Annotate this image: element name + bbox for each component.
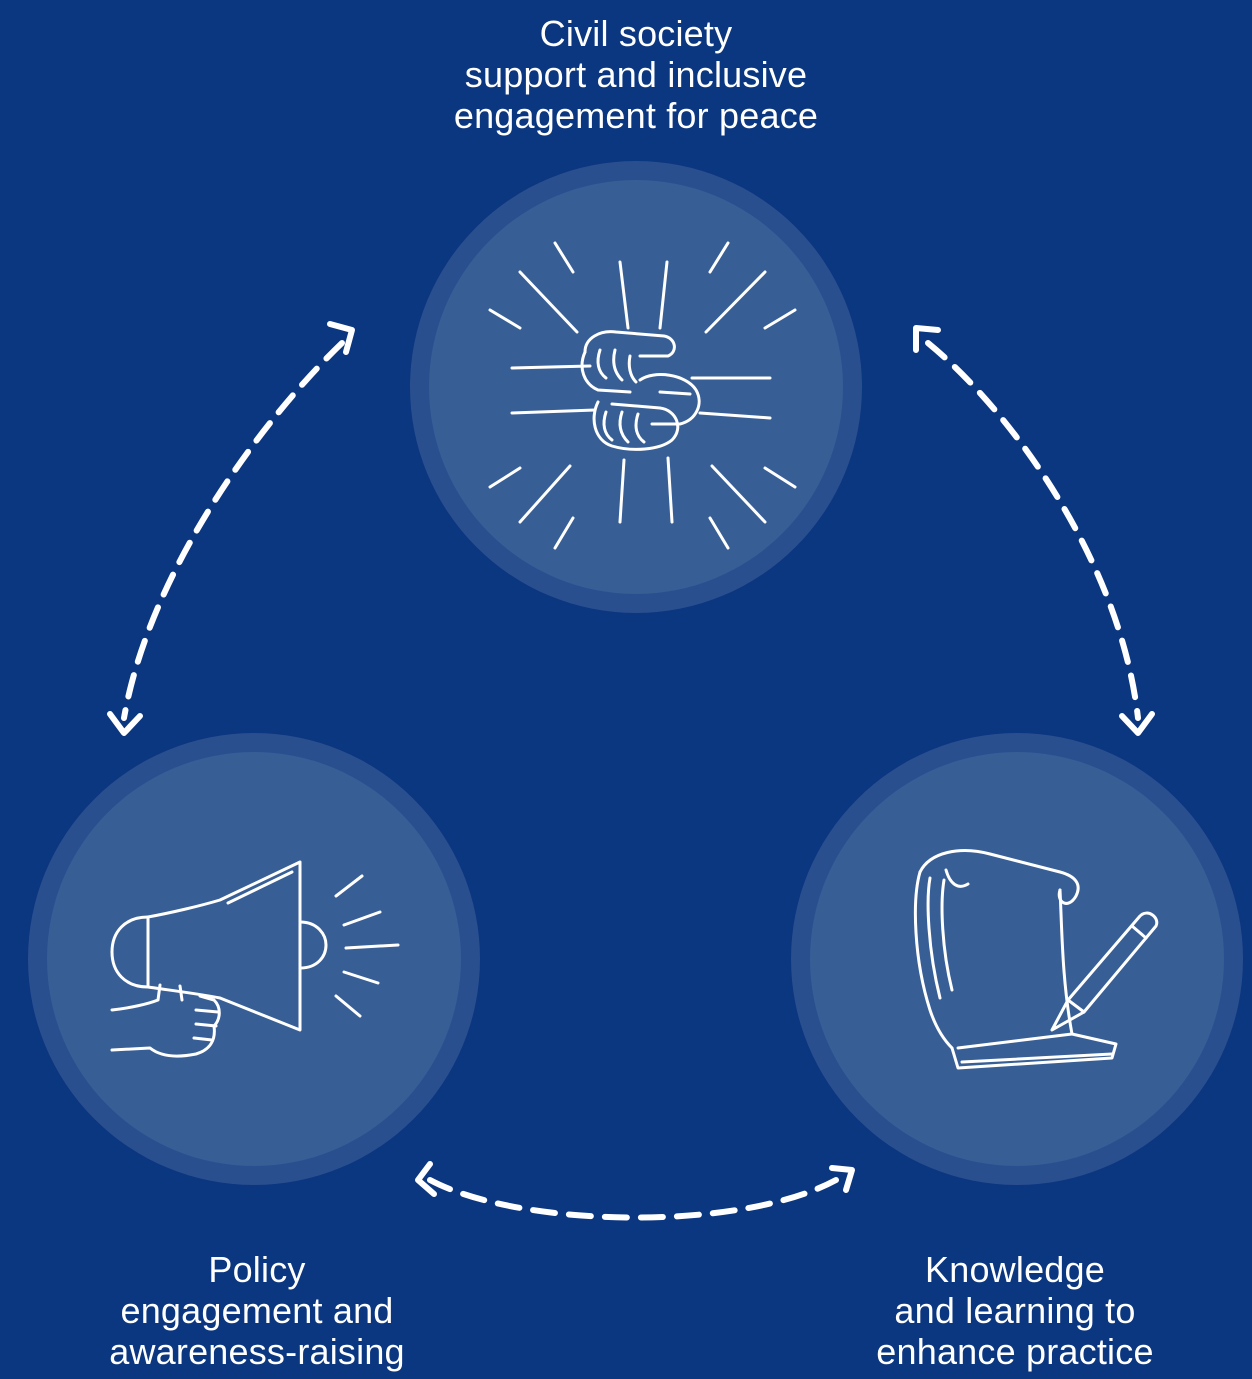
connector-top-left bbox=[107, 321, 355, 736]
node-knowledge bbox=[791, 733, 1243, 1185]
node-inner-disc bbox=[429, 180, 843, 594]
megaphone-icon bbox=[110, 860, 400, 1058]
node-inner-disc bbox=[810, 752, 1224, 1166]
connector-left-right bbox=[415, 1161, 855, 1221]
node-label-line: support and inclusive bbox=[464, 54, 808, 95]
node-label-line: engagement for peace bbox=[453, 95, 819, 136]
node-civil-society bbox=[410, 161, 862, 613]
node-policy bbox=[28, 733, 480, 1185]
node-label-policy: Policy engagement and awareness-raising bbox=[57, 1249, 457, 1372]
node-label-line: engagement and bbox=[120, 1290, 394, 1331]
node-label-line: Knowledge bbox=[925, 1249, 1105, 1290]
node-inner-disc bbox=[47, 752, 461, 1166]
node-label-line: Civil society bbox=[539, 13, 733, 54]
node-label-line: Policy bbox=[208, 1249, 306, 1290]
connector-top-right bbox=[913, 325, 1155, 736]
node-label-knowledge: Knowledge and learning to enhance practi… bbox=[815, 1249, 1215, 1372]
node-label-line: and learning to bbox=[894, 1290, 1136, 1331]
node-label-line: enhance practice bbox=[876, 1331, 1154, 1372]
notepad-pencil-icon bbox=[913, 849, 1159, 1070]
node-label-line: awareness-raising bbox=[109, 1331, 405, 1372]
fist-bump-icon bbox=[488, 241, 797, 550]
node-label-civil-society: Civil society support and inclusive enga… bbox=[386, 13, 886, 136]
